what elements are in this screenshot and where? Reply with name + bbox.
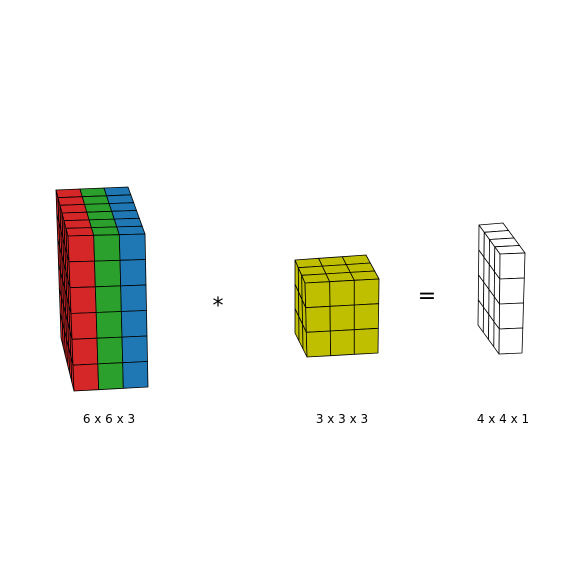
input-top-cell (86, 210, 115, 221)
input-top-cell (91, 226, 120, 236)
kernel-front-cell (353, 327, 379, 355)
output-front-cell (499, 252, 526, 280)
output-front-cell (498, 302, 524, 330)
input-front-cell (95, 311, 123, 339)
input-top-cell (81, 195, 110, 205)
convolution-operator: * (213, 294, 224, 319)
kernel-front-cell (329, 329, 355, 357)
input-top-cell (79, 187, 107, 198)
input-front-cell (93, 234, 121, 262)
equals-operator: = (418, 284, 436, 309)
input-front-cell (120, 284, 147, 312)
input-top-cell (88, 218, 118, 229)
input-front-cell (94, 259, 122, 288)
input-front-cell (70, 312, 98, 340)
kernel-front-cell (353, 278, 380, 306)
input-front-cell (121, 335, 148, 364)
output-tensor-cube (477, 222, 526, 355)
input-top-cell (106, 194, 135, 205)
input-front-cell (96, 336, 124, 365)
input-top-cell (55, 188, 83, 199)
input-top-cell (113, 217, 143, 228)
input-top-cell (57, 196, 85, 206)
input-top-cell (116, 225, 146, 236)
kernel-front-cell (329, 304, 355, 332)
input-front-cell (97, 362, 124, 391)
output-front-cell (499, 277, 525, 305)
input-top-cell (63, 219, 92, 229)
kernel-front-cell (353, 303, 380, 331)
input-front-cell (122, 361, 149, 389)
output-front-cell (498, 327, 524, 355)
output-tensor-label: 4 x 4 x 1 (477, 412, 529, 426)
input-top-cell (111, 210, 140, 220)
input-top-cell (61, 211, 90, 222)
kernel-front-cell (304, 281, 331, 309)
input-front-cell (94, 285, 122, 313)
input-front-cell (69, 286, 97, 314)
input-top-cell (103, 186, 132, 197)
input-top-cell (84, 203, 113, 213)
input-top-cell (108, 202, 137, 212)
input-front-cell (68, 260, 96, 289)
kernel-cube (294, 254, 380, 358)
output-top-cell (494, 245, 526, 255)
input-front-cell (71, 337, 99, 366)
input-front-cell (67, 234, 95, 263)
input-tensor-label: 6 x 6 x 3 (83, 412, 135, 426)
kernel-front-cell (305, 305, 331, 333)
input-front-cell (72, 363, 100, 392)
input-top-cell (65, 227, 95, 237)
input-tensor-cube (55, 186, 149, 392)
kernel-front-cell (305, 330, 332, 358)
input-top-cell (59, 203, 88, 214)
input-front-cell (119, 259, 147, 287)
kernel-front-cell (329, 279, 355, 307)
kernel-label: 3 x 3 x 3 (316, 412, 368, 426)
input-front-cell (120, 310, 148, 338)
input-front-cell (118, 233, 146, 261)
